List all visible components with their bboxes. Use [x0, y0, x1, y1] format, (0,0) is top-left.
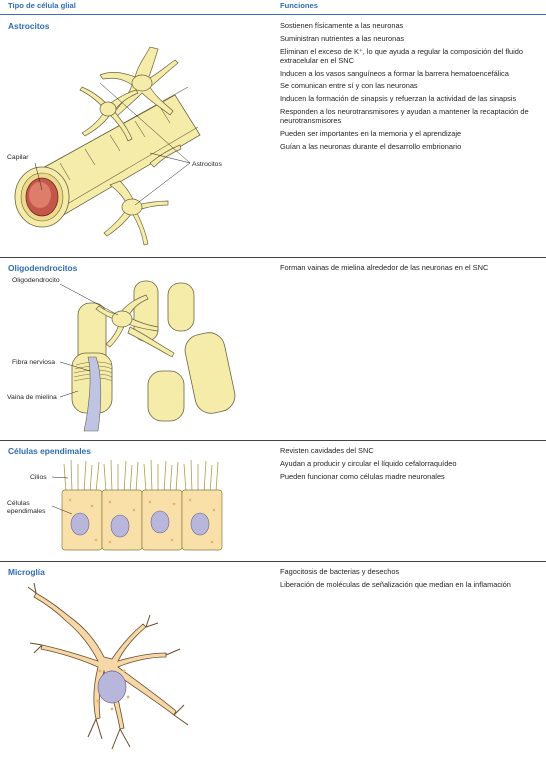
row-divider: [0, 561, 546, 562]
function-item: Inducen a los vasos sanguíneos a formar …: [280, 68, 509, 78]
cell-type-name: Células ependimales: [8, 446, 91, 456]
label-astrocytes: Astrocitos: [192, 161, 222, 168]
microglia-nucleus: [97, 670, 127, 704]
ependymal-leader-lines: [51, 476, 73, 515]
label-nerve-fiber: Fibra nerviosa: [12, 359, 55, 366]
table-header: Tipo de célula glial Funciones: [0, 0, 546, 15]
label-ependymal-cells-line2: ependimales: [7, 508, 46, 515]
oligodendrocyte-cell: [95, 294, 175, 358]
ependymal-nuclei: [70, 510, 210, 538]
function-item: Suministran nutrientes a las neuronas: [280, 33, 405, 43]
functions-list: Fagocitosis de bacterias y desechos Libe…: [280, 567, 546, 593]
myelin-segments: [71, 280, 236, 422]
functions-list: Revisten cavidades del SNC Ayudan a prod…: [280, 446, 546, 484]
label-oligodendrocyte: Oligodendrocito: [12, 277, 60, 284]
label-ependymal-cells-line1: Células: [7, 500, 30, 507]
astrocyte-cells: [79, 46, 182, 246]
oligodendrocyte-leader-lines: [59, 283, 119, 398]
row-ependymal-cells: Células ependimales Revisten cavidades d…: [0, 440, 546, 560]
cell-type-name: Oligodendrocitos: [8, 263, 78, 273]
function-item: Ayudan a producir y circular el líquido …: [280, 458, 457, 468]
function-item: Eliminan el exceso de K⁺, lo que ayuda a…: [280, 46, 524, 65]
row-divider: [0, 257, 546, 258]
cell-type-name: Microglía: [8, 567, 45, 577]
ependymal-illustration: Cilios Células ependimales: [7, 459, 223, 551]
row-divider: [0, 440, 546, 441]
oligodendrocytes-illustration: Oligodendrocito Fibra nerviosa Vaina de …: [7, 277, 236, 432]
function-item: Liberación de moléculas de señalización …: [280, 579, 511, 589]
function-item: Pueden ser importantes en la memoria y e…: [280, 128, 462, 138]
function-item: Guían a las neuronas durante el desarrol…: [280, 141, 462, 151]
astrocytes-illustration: Capilar Astrocitos: [7, 46, 222, 246]
row-astrocytes: Astrocitos Sostienen físicamente a las n…: [0, 15, 546, 257]
function-item: Se comunican entre sí y con las neuronas: [280, 81, 418, 91]
functions-list: Forman vainas de mielina alrededor de la…: [280, 263, 546, 276]
microglia-granules: [96, 669, 130, 711]
function-item: Pueden funcionar como células madre neur…: [280, 471, 445, 481]
label-cilia: Cilios: [30, 474, 47, 481]
function-item: Revisten cavidades del SNC: [280, 446, 374, 455]
microglia-illustration: [27, 582, 189, 750]
capillary-illustration: [14, 86, 201, 228]
function-item: Forman vainas de mielina alrededor de la…: [280, 263, 489, 272]
nerve-fiber-axon: [83, 356, 102, 432]
functions-list: Sostienen físicamente a las neuronas Sum…: [280, 21, 546, 155]
label-myelin-sheath: Vaina de mielina: [7, 394, 57, 401]
function-item: Sostienen físicamente a las neuronas: [280, 21, 404, 30]
ependymal-granules: [68, 498, 216, 544]
cilia: [63, 459, 219, 493]
microglia-cell: [27, 582, 189, 750]
cell-type-name: Astrocitos: [8, 21, 50, 31]
column-header-cell-type: Tipo de célula glial: [8, 1, 76, 10]
row-microglia: Microglía Fagocitosis de bacterias y des…: [0, 561, 546, 762]
function-item: Responden a los neurotransmisores y ayud…: [280, 106, 529, 126]
row-oligodendrocytes: Oligodendrocitos Forman vainas de mielin…: [0, 257, 546, 440]
label-capillary: Capilar: [7, 154, 29, 161]
column-header-functions: Funciones: [280, 1, 318, 10]
astrocyte-leader-lines: [34, 82, 191, 206]
function-item: Fagocitosis de bacterias y desechos: [280, 567, 400, 576]
function-item: Inducen la formación de sinapsis y refue…: [280, 94, 517, 104]
